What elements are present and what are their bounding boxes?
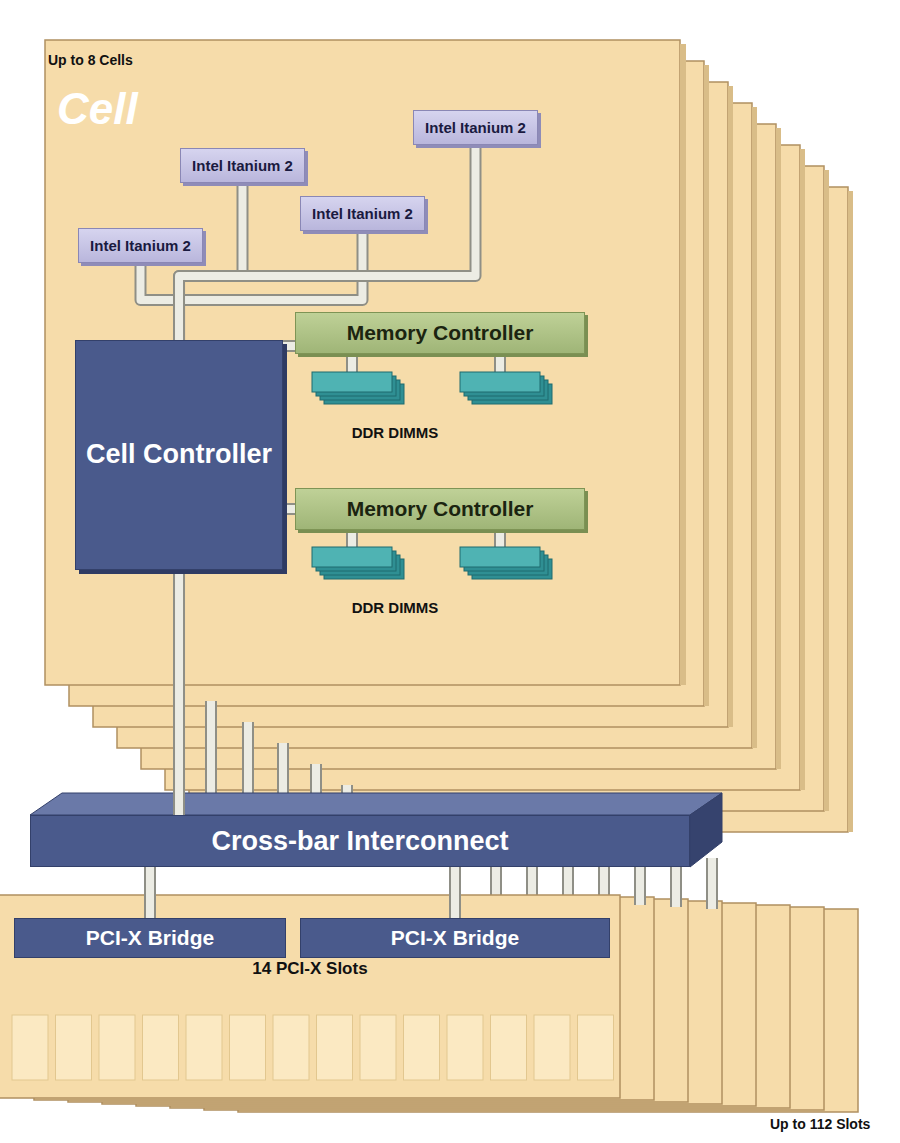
pipe — [279, 743, 287, 800]
crossbar-side — [690, 793, 722, 867]
node-text: Memory Controller — [347, 497, 534, 521]
pci-slot — [143, 1015, 179, 1080]
bus-connector — [283, 346, 295, 347]
memory-controller: Memory Controller — [295, 488, 585, 530]
cell-board: CellIntel Itanium 2 Intel Itanium 2 Intel … — [45, 40, 680, 685]
dimm-module — [460, 372, 540, 392]
crossbar-top — [30, 793, 722, 815]
pipe — [146, 867, 154, 918]
memory-label: DDR DIMMS — [352, 599, 439, 616]
panel-edge — [752, 107, 757, 748]
pipe-shadow — [205, 701, 217, 800]
pipe-shadow — [242, 722, 254, 800]
io-chassis: 14 PCI-X Slots PCI-X Bridge PCI-X Bridge — [0, 895, 620, 1098]
processor-box: Intel Itanium 2 — [300, 196, 425, 231]
pci-slot — [404, 1015, 440, 1080]
pci-slot — [186, 1015, 222, 1080]
pipe — [207, 701, 215, 800]
node-text: Intel Itanium 2 — [312, 205, 413, 222]
node-text: Cross-bar Interconnect — [211, 826, 508, 857]
processor-box: Intel Itanium 2 — [180, 148, 305, 183]
pci-slot — [317, 1015, 353, 1080]
pipe — [244, 722, 252, 800]
pipe — [496, 352, 504, 372]
panel-edge — [680, 44, 686, 685]
node-text: 14 PCI-X Slots — [0, 959, 620, 979]
node-text: Intel Itanium 2 — [90, 237, 191, 254]
pipe-shadow — [283, 503, 295, 515]
pipe-shadow — [283, 340, 295, 352]
processor-box: Intel Itanium 2 — [413, 110, 538, 145]
pipe — [179, 145, 475, 340]
node-text: Intel Itanium 2 — [192, 157, 293, 174]
pipe-shadow — [494, 352, 506, 372]
bus-connector — [179, 145, 475, 340]
pipe — [283, 342, 295, 350]
bus-connector — [455, 867, 456, 918]
dimm-module — [312, 547, 392, 567]
pci-slot — [534, 1015, 570, 1080]
dimm-module — [460, 547, 540, 567]
io-panel — [0, 895, 620, 1098]
pipe-shadow — [173, 570, 185, 815]
pci-slot — [578, 1015, 614, 1080]
pipe-shadow — [706, 858, 718, 909]
pipe — [496, 527, 504, 547]
node-text: PCI-X Bridge — [391, 926, 519, 950]
node-text: Intel Itanium 2 — [425, 119, 526, 136]
panel-edge — [848, 191, 853, 832]
panel-edge — [704, 65, 709, 706]
pci-slot — [360, 1015, 396, 1080]
pci-slot — [56, 1015, 92, 1080]
pci-slot — [99, 1015, 135, 1080]
dimm-module — [312, 372, 392, 392]
node-text: Cell Controller — [86, 438, 272, 472]
controller-box: Cell Controller — [75, 340, 283, 570]
crossbar-band: Cross-bar Interconnect — [30, 815, 690, 867]
pipe — [175, 570, 183, 815]
memory-controller: Memory Controller — [295, 312, 585, 354]
pipe-shadow — [494, 527, 506, 547]
panel-edge — [776, 128, 781, 769]
pipe-shadow — [346, 352, 358, 372]
bus-connector — [150, 867, 151, 918]
pipe — [283, 505, 295, 513]
pipe-shadow — [277, 743, 289, 800]
bridge-box: PCI-X Bridge — [300, 918, 610, 958]
pipe — [708, 858, 716, 909]
bus-connector — [179, 570, 180, 815]
count-note: Up to 8 Cells — [48, 52, 133, 68]
pipe-shadow — [346, 527, 358, 547]
bridge-box: PCI-X Bridge — [14, 918, 286, 958]
panel-edge — [824, 170, 829, 811]
pci-slot — [447, 1015, 483, 1080]
panel-edge — [728, 86, 733, 727]
pci-slot — [491, 1015, 527, 1080]
pipe — [451, 867, 459, 918]
memory-label: DDR DIMMS — [352, 424, 439, 441]
pci-slot — [230, 1015, 266, 1080]
pci-slot — [273, 1015, 309, 1080]
pipe — [348, 527, 356, 547]
pipe-shadow — [179, 145, 475, 340]
panel-edge — [800, 149, 805, 790]
pipe-shadow — [449, 867, 461, 918]
cell-panel — [45, 40, 680, 685]
count-note: Up to 112 Slots — [770, 1116, 870, 1132]
pipe — [348, 352, 356, 372]
node-text: Memory Controller — [347, 321, 534, 345]
pipe-shadow — [144, 867, 156, 918]
bus-connector — [283, 509, 295, 510]
pci-slot — [12, 1015, 48, 1080]
node-text: Cell — [57, 84, 138, 134]
node-text: PCI-X Bridge — [86, 926, 214, 950]
processor-box: Intel Itanium 2 — [78, 228, 203, 263]
